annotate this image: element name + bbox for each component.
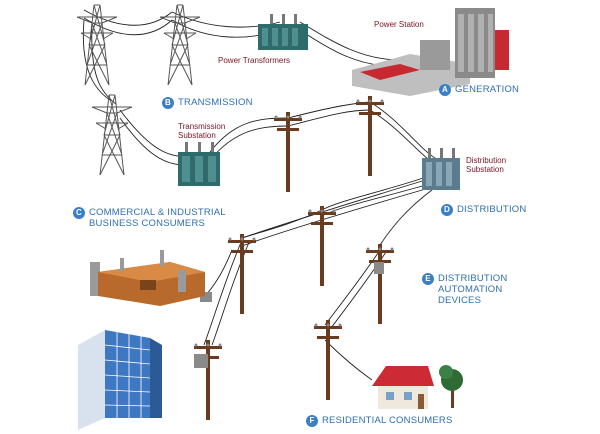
stage-generation-label: GENERATION [455, 84, 520, 95]
badge-b: B [162, 97, 174, 109]
utility-pole-2 [356, 96, 384, 176]
distribution-substation-label: Distribution Substation [466, 156, 507, 175]
power-station-label: Power Station [374, 20, 424, 29]
stage-commercial-label: COMMERCIAL & INDUSTRIAL BUSINESS CONSUME… [89, 207, 226, 229]
pad-transformer-icon [200, 292, 212, 302]
factory-icon [90, 250, 205, 306]
stage-distribution-label: DISTRIBUTION [457, 204, 527, 215]
stage-generation: A GENERATION [439, 84, 520, 96]
stage-residential-label: RESIDENTIAL CONSUMERS [322, 415, 453, 426]
utility-pole-7 [194, 340, 222, 420]
transmission-wires [82, 9, 401, 166]
transmission-tower-1 [76, 4, 118, 86]
power-transformers-icon [258, 14, 308, 50]
pole-transformer-icon [194, 354, 208, 368]
transmission-substation-label: Transmission Substation [178, 122, 226, 141]
utility-pole-4 [228, 234, 256, 314]
badge-f: F [306, 415, 318, 427]
office-building-icon [78, 330, 162, 430]
badge-c: C [73, 207, 85, 219]
stage-transmission: B TRANSMISSION [162, 97, 253, 109]
stage-transmission-label: TRANSMISSION [178, 97, 253, 108]
stage-residential: F RESIDENTIAL CONSUMERS [306, 415, 453, 427]
distribution-substation-icon [422, 148, 460, 190]
utility-pole-6 [314, 320, 342, 400]
tree-icon [439, 365, 463, 408]
utility-pole-5 [366, 244, 394, 324]
utility-pole-3 [308, 206, 336, 286]
house-icon [372, 366, 434, 409]
stage-commercial: C COMMERCIAL & INDUSTRIAL BUSINESS CONSU… [73, 207, 226, 230]
stage-automation: E DISTRIBUTION AUTOMATION DEVICES [422, 273, 508, 307]
power-transformers-label: Power Transformers [218, 56, 291, 65]
transmission-substation-icon [178, 142, 220, 186]
stage-distribution: D DISTRIBUTION [441, 204, 527, 216]
badge-e: E [422, 273, 434, 285]
badge-d: D [441, 204, 453, 216]
transmission-tower-2 [159, 4, 201, 86]
badge-a: A [439, 84, 451, 96]
utility-pole-1 [274, 112, 302, 192]
stage-automation-label: DISTRIBUTION AUTOMATION DEVICES [438, 273, 508, 306]
transmission-tower-3 [91, 94, 133, 176]
pole-transformer-icon [374, 262, 384, 274]
distribution-wires [201, 101, 439, 381]
